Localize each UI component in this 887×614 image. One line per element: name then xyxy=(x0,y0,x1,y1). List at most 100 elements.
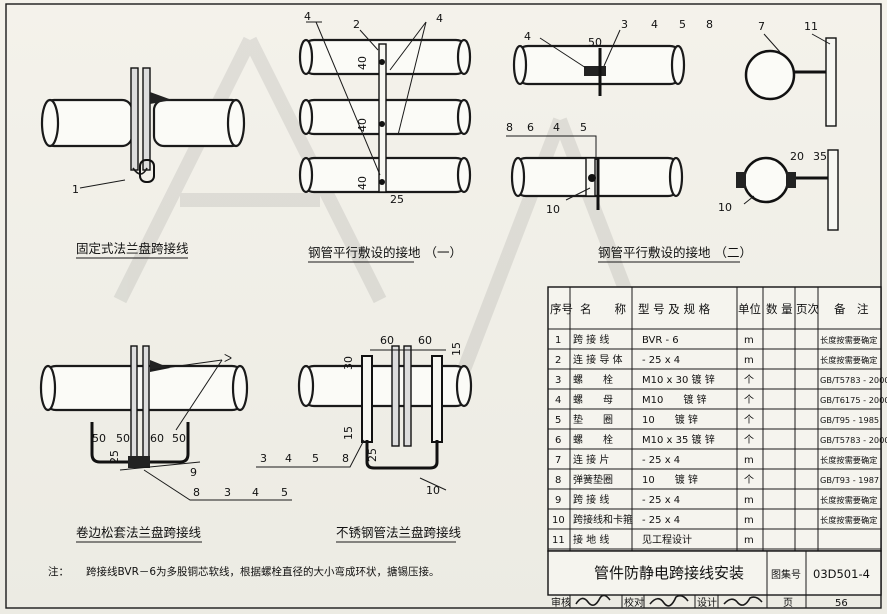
table-cell-remark: GB/T5783 - 2000 xyxy=(820,375,887,385)
fig3-label-4: 4 xyxy=(524,30,531,43)
caption-fixed-flange: 固定式法兰盘跨接线 xyxy=(76,241,189,256)
table-cell-remark: GB/T93 - 1987 xyxy=(820,475,879,485)
caption-loose-flange: 卷边松套法兰盘跨接线 xyxy=(76,525,202,540)
table-cell-unit: 个 xyxy=(744,414,754,426)
table-cell-spec: M10 x 30 镀 锌 xyxy=(642,373,715,386)
fig5-dim-15b: 15 xyxy=(342,426,355,440)
design-label: 设计 xyxy=(697,596,717,609)
fig3-label-7: 7 xyxy=(758,20,765,33)
table-cell-remark: 长度按需要确定 xyxy=(820,515,877,525)
fig5-dim-25: 25 xyxy=(366,448,379,462)
table-cell-remark: 长度按需要确定 xyxy=(820,355,877,365)
figure-loose-flange: ᐳ 50 50 60 50 25 9 8 3 4 5 卷边松套法兰盘跨接线 xyxy=(39,345,292,543)
table-cell-spec: 10 镀 锌 xyxy=(642,413,698,426)
table-cell-no: 5 xyxy=(555,415,561,426)
fig3-label-5: 5 xyxy=(679,18,686,31)
table-cell-no: 7 xyxy=(555,455,561,466)
th-name: 名 称 xyxy=(580,302,626,316)
table-cell-unit: 个 xyxy=(744,374,754,386)
table-cell-spec: - 25 x 4 xyxy=(642,355,680,366)
drawing-title: 管件防静电跨接线安装 xyxy=(594,564,744,582)
fig3-label-4c: 4 xyxy=(553,121,560,134)
figure-parallel-pipes-2: 4 50 3 4 5 8 7 11 10 8 6 4 5 10 20 35 xyxy=(506,18,839,263)
fig3-label-4b: 4 xyxy=(651,18,658,31)
fig4-dim-25: 25 xyxy=(108,450,121,464)
fig3-dim-50: 50 xyxy=(588,36,602,49)
fig3-dim-20: 20 xyxy=(790,150,804,163)
table-cell-remark: 长度按需要确定 xyxy=(820,495,877,505)
table-cell-unit: 个 xyxy=(744,434,754,446)
table-cell-name: 弹簧垫圈 xyxy=(573,473,613,486)
fig3-label-8b: 8 xyxy=(506,121,513,134)
table-cell-spec: 见工程设计 xyxy=(642,533,692,546)
note-label: 注： xyxy=(48,565,69,578)
table-cell-spec: M10 x 35 镀 锌 xyxy=(642,433,715,446)
fig3-label-11: 11 xyxy=(804,20,818,33)
fig2-dim-40c: 40 xyxy=(356,176,369,190)
fig4-dim-50b: 50 xyxy=(116,432,130,445)
table-cell-remark: 长度按需要确定 xyxy=(820,455,877,465)
table-cell-name: 螺 母 xyxy=(573,394,613,406)
table-cell-no: 8 xyxy=(555,475,561,486)
table-cell-name: 螺 栓 xyxy=(573,433,613,446)
table-cell-unit: m xyxy=(744,335,754,346)
fig5-label-4: 4 xyxy=(285,452,292,465)
footnote: 注： 跨接线BVR－6为多股铜芯软线，根据螺栓直径的大小弯成环状，搪锡压接。 xyxy=(48,565,440,578)
page-number: 56 xyxy=(835,598,848,609)
th-qty: 数 量 xyxy=(766,302,793,316)
table-cell-name: 跨 接 线 xyxy=(573,333,609,346)
atlas-label: 图集号 xyxy=(771,568,801,581)
table-cell-spec: - 25 x 4 xyxy=(642,495,680,506)
table-cell-unit: 个 xyxy=(744,474,754,486)
fig5-label-8: 8 xyxy=(342,452,349,465)
review-signature xyxy=(575,594,611,606)
table-cell-name: 跨接线和卡箍 xyxy=(573,513,633,526)
table-cell-no: 3 xyxy=(555,375,561,386)
figure-stainless-flange: 60 60 30 15 15 25 3 4 5 8 10 不锈钢管法兰盘跨接线 xyxy=(256,334,473,543)
fig3-label-5b: 5 xyxy=(580,121,587,134)
fig2-label-2: 2 xyxy=(353,18,360,31)
check-label: 校对 xyxy=(624,596,644,609)
fig5-dim-60a: 60 xyxy=(380,334,394,347)
th-remark: 备 注 xyxy=(834,302,869,316)
table-cell-no: 10 xyxy=(552,515,565,526)
table-cell-remark: GB/T6175 - 2000 xyxy=(820,395,887,405)
fig4-dim-50a: 50 xyxy=(92,432,106,445)
fig4-dim-60: 60 xyxy=(150,432,164,445)
title-block: 管件防静电跨接线安装 图集号 03D501-4 审核 校对 设计 页 56 xyxy=(547,550,882,609)
th-spec: 型 号 及 规 格 xyxy=(638,302,711,316)
table-cell-name: 连 接 导 体 xyxy=(573,353,623,366)
table-cell-name: 连 接 片 xyxy=(573,453,609,466)
fig5-label-10: 10 xyxy=(426,484,440,497)
page-label: 页 xyxy=(783,597,793,609)
fig2-dim-25: 25 xyxy=(390,193,404,206)
table-cell-unit: m xyxy=(744,455,754,466)
table-cell-name: 跨 接 线 xyxy=(573,493,609,506)
design-signature xyxy=(723,596,763,606)
table-cell-no: 1 xyxy=(555,335,561,346)
figure-fixed-flange: 1 固定式法兰盘跨接线 xyxy=(40,67,246,259)
table-cell-no: 6 xyxy=(555,435,561,446)
table-cell-spec: 10 镀 锌 xyxy=(642,473,698,486)
table-cell-name: 垫 圈 xyxy=(573,413,613,426)
table-cell-remark: GB/T5783 - 2000 xyxy=(820,435,887,445)
fig4-label-5: 5 xyxy=(281,486,288,499)
fig3-label-10a: 10 xyxy=(546,203,560,216)
atlas-number: 03D501-4 xyxy=(813,567,870,581)
fig2-dim-40a: 40 xyxy=(356,56,369,70)
fig4-marker: ᐳ xyxy=(224,352,232,365)
caption-parallel-1: 钢管平行敷设的接地 （一） xyxy=(308,245,462,260)
fig3-label-10b: 10 xyxy=(718,201,732,214)
th-page: 页次 xyxy=(796,302,819,316)
table-cell-name: 螺 栓 xyxy=(573,373,613,386)
th-unit: 单位 xyxy=(738,302,761,316)
table-cell-spec: M10 镀 锌 xyxy=(642,393,707,406)
table-cell-unit: m xyxy=(744,515,754,526)
fig2-label-4b: 4 xyxy=(436,12,443,25)
table-cell-spec: BVR - 6 xyxy=(642,335,679,346)
caption-parallel-2: 钢管平行敷设的接地 （二） xyxy=(598,245,752,260)
review-label: 审核 xyxy=(551,596,571,609)
